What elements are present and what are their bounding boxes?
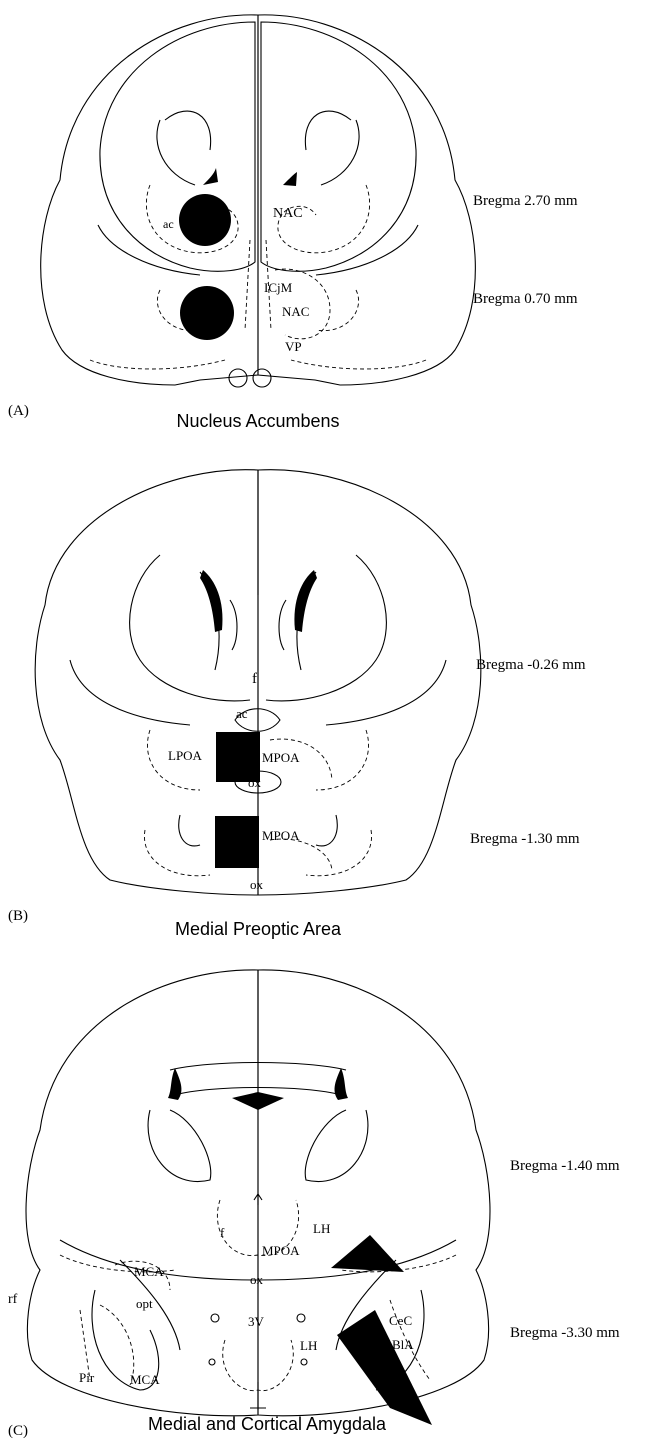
label-ox-c: ox — [250, 1272, 264, 1287]
label-pir: Pir — [79, 1370, 95, 1385]
panel-title-b: Medial Preoptic Area — [175, 919, 342, 939]
label-lpoa: LPOA — [168, 748, 203, 763]
label-opt: opt — [136, 1296, 153, 1311]
label-mpoa-b2: MPOA — [262, 828, 300, 843]
panel-c: f MPOA LH MCA ox rf opt 3V LH CeC BlA Pi… — [8, 970, 620, 1439]
label-lh-lower: LH — [300, 1338, 317, 1353]
label-icjm: ICjM — [264, 280, 293, 295]
bregma-a2: Bregma 0.70 mm — [473, 291, 578, 307]
label-mpoa-c: MPOA — [262, 1243, 300, 1258]
panel-letter-a: (A) — [8, 403, 29, 419]
label-vp: VP — [285, 339, 302, 354]
label-f: f — [252, 671, 257, 687]
bregma-c1: Bregma -1.40 mm — [510, 1158, 620, 1174]
label-lh-upper: LH — [313, 1221, 330, 1236]
bregma-a1: Bregma 2.70 mm — [473, 193, 578, 209]
panel-letter-b: (B) — [8, 908, 28, 924]
brain-section-a — [41, 15, 476, 387]
panel-a: ac NAC ICjM NAC VP Bregma 2.70 mm Bregma… — [8, 15, 578, 431]
region-labels-c: f MPOA LH MCA ox rf opt 3V LH CeC BlA Pi… — [8, 1221, 414, 1387]
label-nac-upper: NAC — [273, 206, 303, 221]
bregma-b2: Bregma -1.30 mm — [470, 831, 580, 847]
label-ac: ac — [163, 217, 174, 231]
panel-b: f ac LPOA MPOA ox MPOA ox Bregma -0.26 m… — [8, 470, 586, 939]
label-f-c: f — [220, 1225, 225, 1240]
label-ox-b1: ox — [248, 775, 262, 790]
label-mca-upper: MCA — [134, 1264, 164, 1279]
label-ox-b2: ox — [250, 877, 264, 892]
label-nac-lower: NAC — [282, 304, 309, 319]
brain-section-b — [35, 470, 481, 895]
panel-title-a: Nucleus Accumbens — [176, 411, 339, 431]
bregma-b1: Bregma -0.26 mm — [476, 657, 586, 673]
panel-letter-c: (C) — [8, 1423, 28, 1439]
label-cec: CeC — [389, 1313, 412, 1328]
label-ac-b: ac — [236, 706, 248, 721]
brain-section-c — [26, 970, 490, 1425]
label-3v: 3V — [248, 1314, 265, 1329]
label-mpoa-b1: MPOA — [262, 750, 300, 765]
label-mca-lower: MCA — [130, 1372, 160, 1387]
bregma-c2: Bregma -3.30 mm — [510, 1325, 620, 1341]
panel-title-c: Medial and Cortical Amygdala — [148, 1414, 387, 1434]
label-rf: rf — [8, 1292, 18, 1307]
label-bla: BlA — [392, 1337, 414, 1352]
